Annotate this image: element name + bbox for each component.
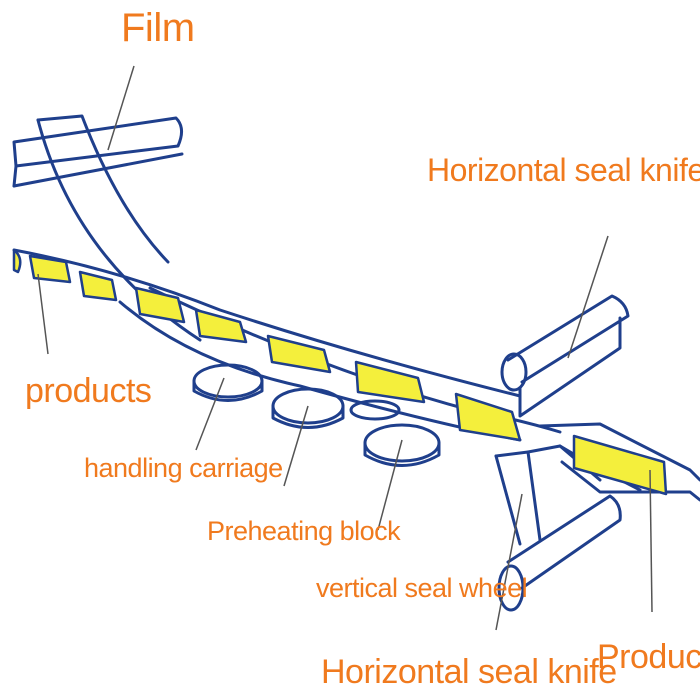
product-block <box>266 334 332 374</box>
leader-hsk-bottom <box>495 493 523 631</box>
leader-products <box>37 273 49 355</box>
leader-product <box>649 469 653 613</box>
vertical-seal-wheel-label: vertical seal wheel <box>316 573 528 603</box>
leader-vsw <box>377 439 403 531</box>
wheel-small-1 <box>349 399 401 421</box>
product-block <box>28 254 72 284</box>
wheel-3 <box>363 423 441 463</box>
film-label: Film <box>121 6 195 50</box>
horizontal-seal-knife-top-label: Horizontal seal knife <box>427 152 700 188</box>
product-block <box>454 392 522 442</box>
handling-carriage-label: handling carriage <box>84 453 283 483</box>
leader-film <box>107 65 135 151</box>
leader-preheat <box>283 405 309 487</box>
product-label: Product <box>597 638 700 676</box>
wheel-3-side <box>363 441 441 467</box>
leader-carriage <box>195 377 225 451</box>
product-block <box>354 360 426 404</box>
product-block <box>194 308 248 344</box>
products-label: products <box>25 372 152 410</box>
product-block <box>12 248 22 274</box>
film-roll <box>12 116 184 188</box>
product-block <box>572 434 668 496</box>
product-block <box>78 270 118 302</box>
preheating-block-label: Preheating block <box>207 516 401 546</box>
leader-hsk-top <box>567 235 609 359</box>
product-block <box>134 286 186 324</box>
horizontal-seal-knife-bottom-label: Horizontal seal knife <box>321 653 617 691</box>
wheel-1 <box>192 363 264 399</box>
wheel-1-side <box>192 379 264 402</box>
horizontal-seal-knife-upper <box>500 294 630 418</box>
sealing-wheels <box>192 363 441 467</box>
wheel-2-side <box>271 404 345 429</box>
